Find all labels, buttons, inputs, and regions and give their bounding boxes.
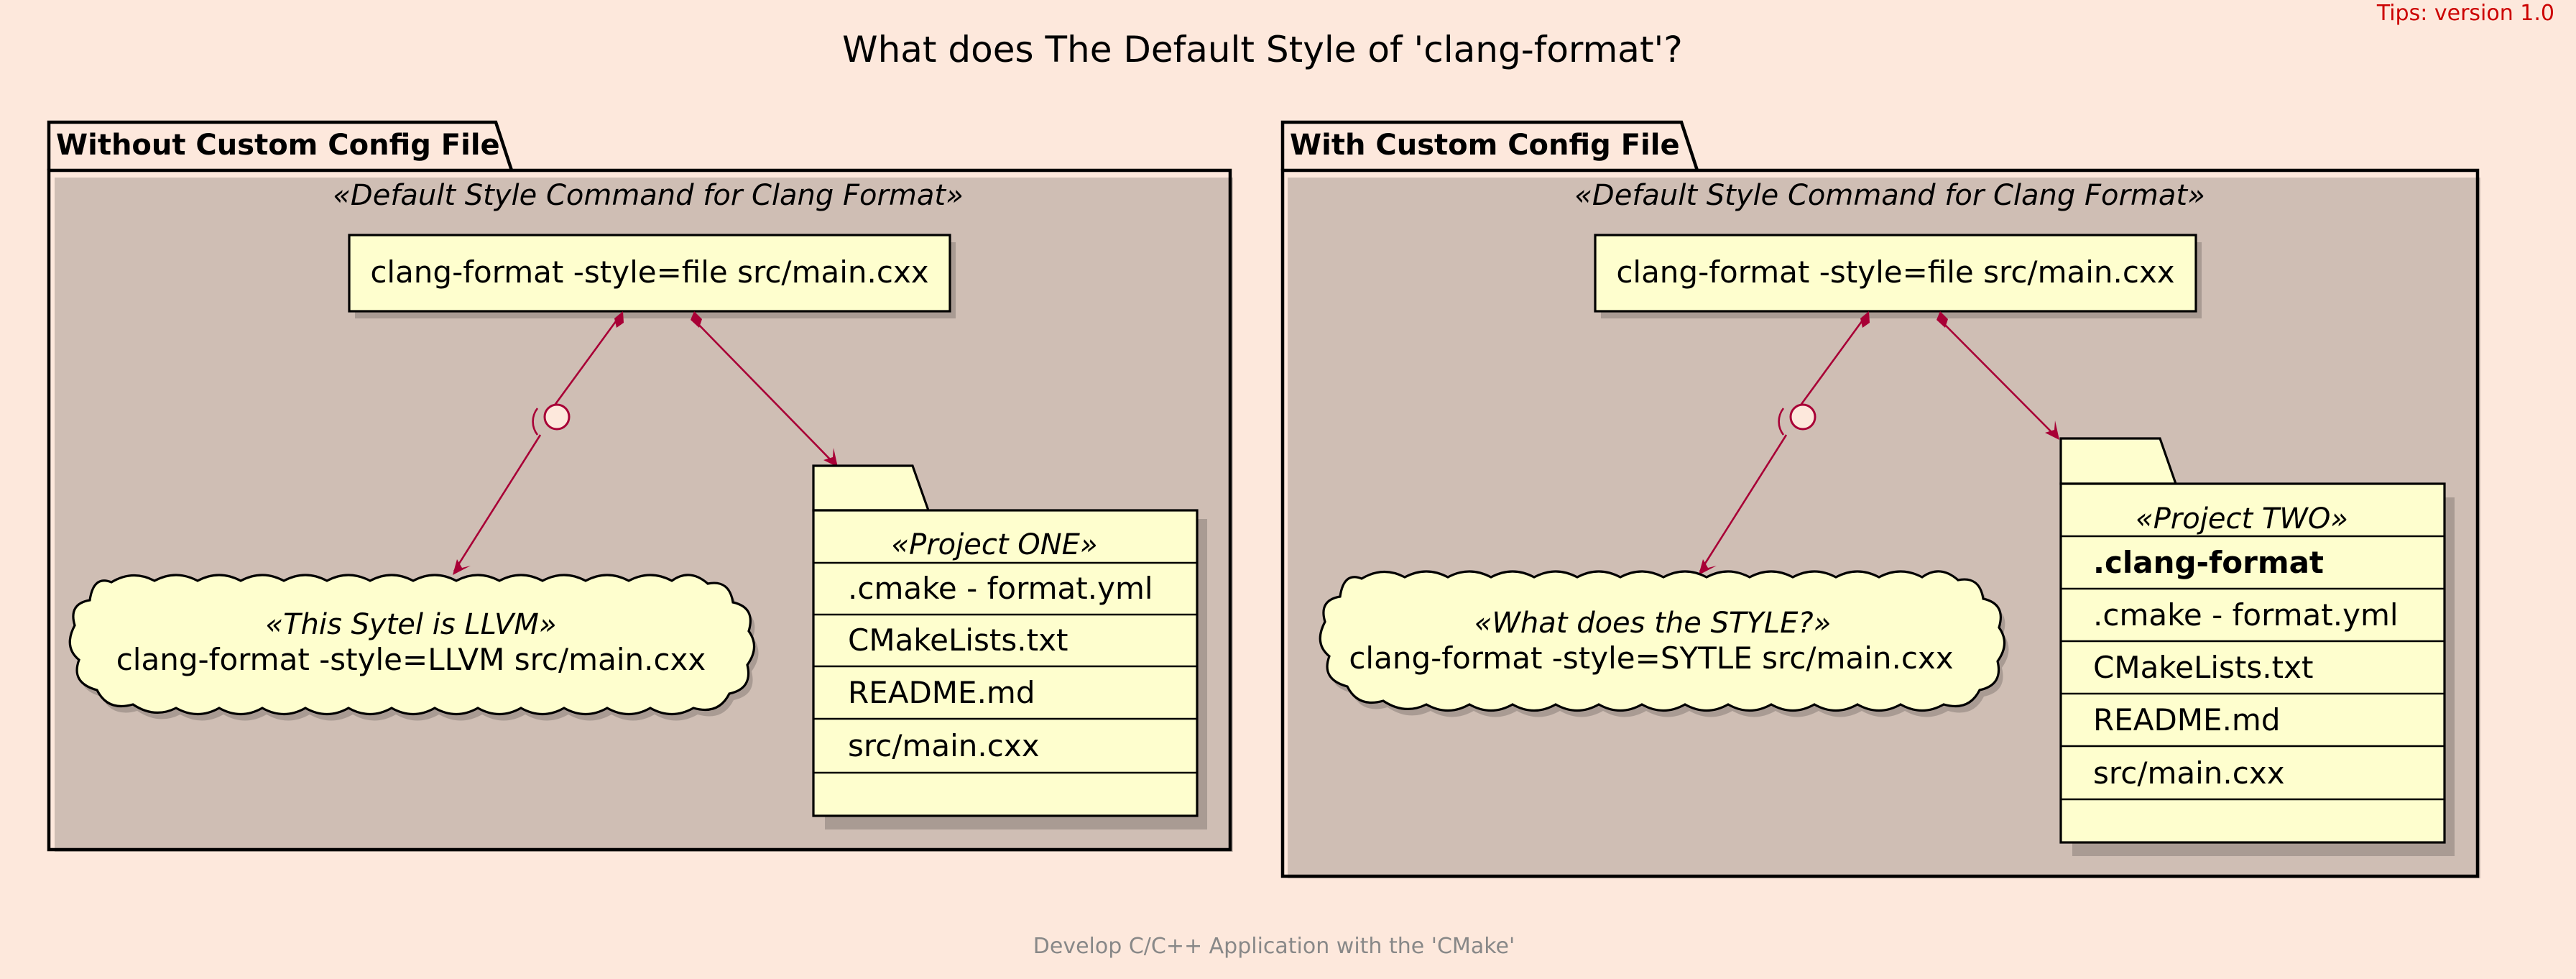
command-text: clang-format -style=file src/main.cxx (370, 254, 928, 290)
required-interface-link (1791, 318, 1865, 418)
folder-stereotype: «Project TWO» (2136, 502, 2348, 536)
arrow-head-folder (2045, 420, 2059, 440)
cloud-stereotype: «What does the STYLE?» (1474, 607, 1832, 640)
link-to-folder (692, 318, 836, 465)
file-entry: src/main.cxx (2093, 755, 2285, 791)
command-box (348, 234, 951, 313)
project-folder (812, 509, 1199, 817)
file-entry: src/main.cxx (848, 728, 1040, 763)
tips-label: Tips: version 1.0 (2376, 1, 2554, 26)
file-entry: CMakeLists.txt (848, 622, 1068, 658)
interface-socket (1778, 408, 1785, 436)
command-box (1594, 234, 2197, 313)
arrow-head-cloud (453, 559, 471, 575)
folder-tab (812, 464, 931, 512)
file-entry-config: .clang-format (2093, 545, 2324, 580)
diagram-title: What does The Default Style of 'clang-fo… (842, 29, 1683, 70)
file-entry: README.md (848, 675, 1035, 710)
package-tab (1280, 120, 1699, 171)
cloud-command: clang-format -style=LLVM src/main.cxx (116, 642, 706, 677)
interface-socket (532, 408, 539, 436)
project-folder (2059, 482, 2446, 844)
package-frame (1280, 168, 2480, 878)
arrow-head-folder (823, 448, 838, 467)
package-label: Without Custom Config File (56, 129, 500, 162)
package-tab (47, 120, 514, 171)
file-entry: README.md (2093, 702, 2281, 737)
command-text: clang-format -style=file src/main.cxx (1616, 254, 2174, 290)
composition-diamond (691, 311, 702, 328)
file-entry: .cmake - format.yml (848, 571, 1153, 606)
interface-lollipop (543, 403, 571, 431)
style-cloud (68, 574, 756, 715)
style-cloud (1319, 570, 2006, 712)
folder-tab (2059, 437, 2178, 485)
package-stereotype: «Default Style Command for Clang Format» (1574, 179, 2205, 212)
composition-diamond (1936, 311, 1948, 328)
link-to-cloud (1699, 434, 1788, 572)
required-interface-link (545, 318, 619, 418)
interface-lollipop (1789, 403, 1816, 431)
file-entry: .cmake - format.yml (2093, 597, 2399, 633)
package-label: With Custom Config File (1290, 129, 1680, 162)
file-entry: CMakeLists.txt (2093, 650, 2313, 685)
package-without-config: Without Custom Config File «Default Styl… (47, 120, 1233, 852)
cloud-command: clang-format -style=SYTLE src/main.cxx (1349, 640, 1953, 676)
composition-diamond (1860, 311, 1870, 328)
cloud-stereotype: «This Sytel is LLVM» (265, 608, 556, 641)
link-to-folder (1938, 318, 2057, 438)
folder-stereotype: «Project ONE» (891, 528, 1097, 561)
arrow-head-cloud (1699, 559, 1717, 575)
package-frame (47, 168, 1232, 852)
package-stereotype: «Default Style Command for Clang Format» (333, 179, 964, 212)
footer-caption: Develop C/C++ Application with the 'CMak… (1033, 934, 1515, 959)
package-with-config: With Custom Config File «Default Style C… (1280, 120, 2480, 878)
composition-diamond (614, 311, 624, 328)
link-to-cloud (453, 434, 542, 572)
